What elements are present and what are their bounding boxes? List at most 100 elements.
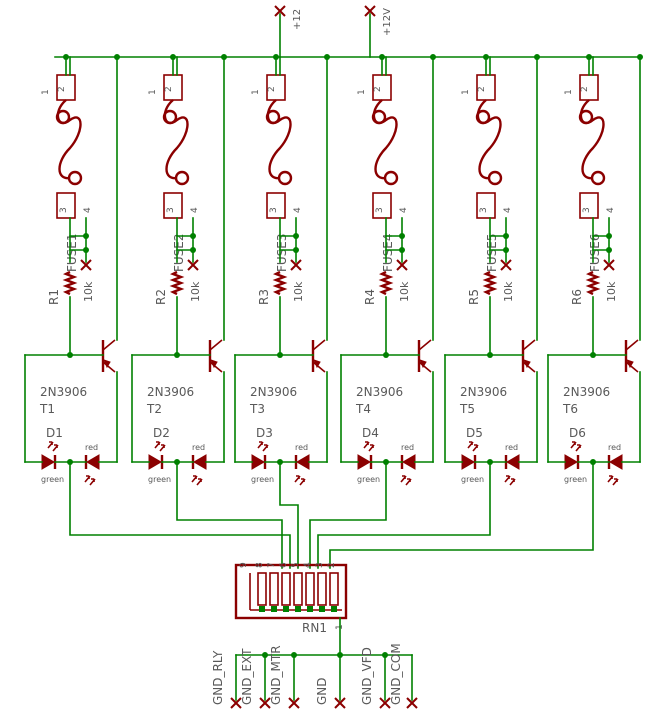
fuse-holder: 1 2 3 4 FUSE2 (148, 74, 200, 272)
network-pin-nine: 9 (239, 562, 249, 568)
transistor-label: T4 (355, 402, 371, 416)
fuse-test-point (603, 259, 615, 271)
resistor-value: 10k (502, 281, 515, 302)
resistor: R5 10k (467, 270, 515, 305)
led-red-label: red (295, 443, 308, 452)
fuse-pin-4: 4 (399, 207, 409, 213)
fuse-label: FUSE5 (485, 233, 499, 272)
fuse-test-point (396, 259, 408, 271)
fuse-pin-2: 2 (267, 86, 277, 92)
supply-pin-plus12: +12 (274, 5, 303, 30)
transistor-label: T3 (249, 402, 265, 416)
led-label: D2 (153, 426, 170, 440)
fuse-test-point (80, 259, 92, 271)
resistor-label: R2 (154, 289, 168, 305)
led-label: D1 (46, 426, 63, 440)
pnp-transistor: 2N3906 T2 (146, 339, 223, 416)
fuse-holder: 1 2 3 4 FUSE5 (461, 74, 513, 272)
stage-wires (340, 56, 434, 463)
fuse-pin-3: 3 (166, 207, 176, 213)
led-green-label: green (251, 475, 274, 484)
fuse-pin-1: 1 (41, 89, 51, 95)
fuse-test-point (290, 259, 302, 271)
transistor-type: 2N3906 (147, 385, 194, 399)
transistor-label: T1 (39, 402, 55, 416)
network-pin-5: 5 (291, 562, 301, 568)
pnp-transistor: 2N3906 T6 (562, 339, 639, 416)
fuse-pin-3: 3 (375, 207, 385, 213)
fuse-pin-4: 4 (606, 207, 616, 213)
fuse-pin-4: 4 (503, 207, 513, 213)
led-green-label: green (148, 475, 171, 484)
channel-stage: 1 2 3 4 FUSE2 R2 10k 2N3906 T2 (131, 54, 227, 486)
stage-junctions (586, 54, 643, 465)
resistor-label: R5 (467, 289, 481, 305)
network-pin-2: 2 (327, 562, 337, 568)
supply-pin-plus12v: +12V (364, 5, 393, 36)
resistor-value: 10k (605, 281, 618, 302)
pnp-transistor: 2N3906 T3 (249, 339, 326, 416)
resistor-value: 10k (189, 281, 202, 302)
resistor: R2 10k (154, 270, 202, 305)
fuse-label: FUSE3 (275, 233, 289, 272)
bicolor-led: D2 green red (148, 426, 207, 486)
resistor-label: R1 (47, 289, 61, 305)
ground-pin-gnd: GND (315, 677, 346, 709)
transistor-label: T2 (146, 402, 162, 416)
channel-stage: 1 2 3 4 FUSE4 R4 10k 2N3906 T4 (340, 54, 436, 486)
led-green-label: green (564, 475, 587, 484)
led-label: D3 (256, 426, 273, 440)
resistor: R6 10k (570, 270, 618, 305)
resistor-value: 10k (292, 281, 305, 302)
ground-label-ext: GND_EXT (240, 648, 254, 705)
fuse-label: FUSE2 (172, 233, 186, 272)
ground-label-gnd: GND (315, 677, 329, 705)
fuse-pin-2: 2 (373, 86, 383, 92)
led-label: D5 (466, 426, 483, 440)
led-green-label: green (357, 475, 380, 484)
led-red-label: red (85, 443, 98, 452)
resistor: R1 10k (47, 270, 95, 305)
led-red-label: red (192, 443, 205, 452)
resistor-label: R3 (257, 289, 271, 305)
resistor: R4 10k (363, 270, 411, 305)
ground-pin-vfd: GND_VFD (360, 647, 391, 709)
ground-bus (235, 617, 413, 701)
transistor-type: 2N3906 (563, 385, 610, 399)
ground-pin-mtr: GND_MTR (269, 645, 300, 709)
network-pin-8: 8 (255, 562, 265, 568)
resistor: R3 10k (257, 270, 305, 305)
channel-stage: 1 2 3 4 FUSE6 R6 10k 2N3906 T6 (547, 54, 643, 486)
fuse-test-point (187, 259, 199, 271)
network-pin-3: 3 (315, 562, 325, 568)
led-label: D6 (569, 426, 586, 440)
resistor-label: R4 (363, 289, 377, 305)
channel-stage: 1 2 3 4 FUSE3 R3 10k 2N3906 T3 (234, 54, 330, 486)
ground-label-mtr: GND_MTR (269, 645, 283, 705)
fuse-label: FUSE6 (588, 233, 602, 272)
fuse-pin-1: 1 (148, 89, 158, 95)
fuse-pin-1: 1 (357, 89, 367, 95)
led-red-label: red (401, 443, 414, 452)
fuse-holder: 1 2 3 4 FUSE1 (41, 74, 93, 272)
fuse-pin-2: 2 (477, 86, 487, 92)
transistor-type: 2N3906 (356, 385, 403, 399)
fuse-pin-3: 3 (59, 207, 69, 213)
led-green-label: green (461, 475, 484, 484)
fuse-pin-4: 4 (293, 207, 303, 213)
fuse-label: FUSE1 (65, 233, 79, 272)
fuse-pin-2: 2 (164, 86, 174, 92)
fuse-pin-3: 3 (582, 207, 592, 213)
fuse-pin-2: 2 (57, 86, 67, 92)
fuse-holder: 1 2 3 4 FUSE6 (564, 74, 616, 272)
resistor-value: 10k (82, 281, 95, 302)
bicolor-led: D6 green red (564, 426, 623, 486)
fuse-holder: 1 2 3 4 FUSE4 (357, 74, 409, 272)
fuse-pin-1: 1 (251, 89, 261, 95)
bicolor-led: D3 green red (251, 426, 310, 486)
pnp-transistor: 2N3906 T5 (459, 339, 536, 416)
ground-label-rly: GND_RLY (211, 650, 225, 705)
transistor-label: T5 (459, 402, 475, 416)
led-label: D4 (362, 426, 379, 440)
channel-stage: 1 2 3 4 FUSE5 R5 10k 2N3906 T5 (444, 54, 540, 486)
